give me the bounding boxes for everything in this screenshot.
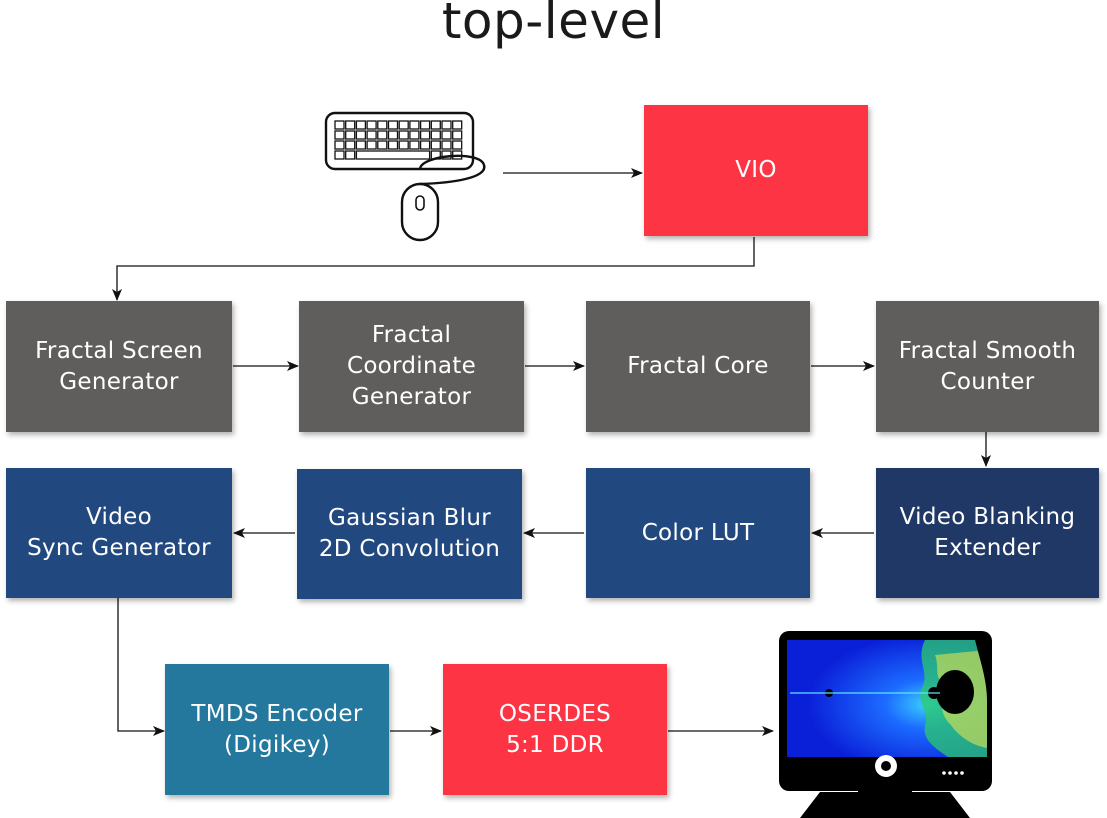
- fractal-coordinate-generator-block: Fractal Coordinate Generator: [299, 301, 524, 432]
- arrow-vio-to-screen-gen: [112, 237, 755, 301]
- tmds-encoder-block: TMDS Encoder (Digikey): [165, 664, 389, 795]
- video-sync-generator-block: Video Sync Generator: [6, 468, 232, 598]
- color-lut-block: Color LUT: [586, 468, 810, 598]
- oserdes-block: OSERDES 5:1 DDR: [443, 664, 667, 795]
- video-blanking-extender-block: Video Blanking Extender: [876, 468, 1099, 598]
- fractal-core-block: Fractal Core: [586, 301, 810, 432]
- diagram-title: top-level: [441, 0, 666, 50]
- arrow-sync-to-tmds: [117, 598, 165, 736]
- vio-block: VIO: [644, 105, 868, 236]
- fractal-smooth-counter-block: Fractal Smooth Counter: [876, 301, 1099, 432]
- gaussian-blur-block: Gaussian Blur 2D Convolution: [297, 469, 522, 599]
- fractal-screen-generator-block: Fractal Screen Generator: [6, 301, 232, 432]
